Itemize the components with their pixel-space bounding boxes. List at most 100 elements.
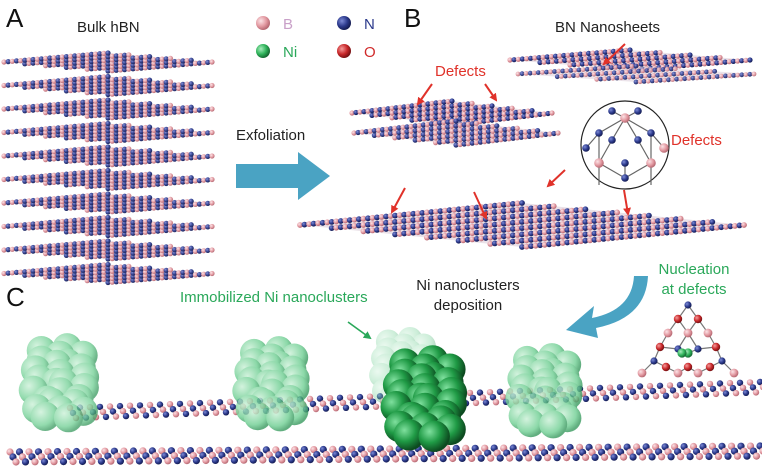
nitrogen-atom bbox=[268, 456, 276, 464]
nitrogen-atom bbox=[97, 89, 103, 95]
boron-atom bbox=[92, 109, 99, 115]
nitrogen-atom bbox=[656, 382, 664, 389]
nitrogen-atom bbox=[155, 221, 161, 227]
boron-atom bbox=[469, 211, 476, 218]
boron-atom bbox=[342, 223, 349, 230]
boron-atom bbox=[586, 385, 594, 392]
nitrogen-atom bbox=[546, 222, 553, 229]
nitrogen-atom bbox=[510, 201, 516, 207]
boron-atom bbox=[176, 179, 182, 185]
boron-atom bbox=[68, 84, 74, 90]
nitrogen-atom bbox=[670, 53, 677, 60]
nitrogen-atom bbox=[188, 151, 194, 157]
nitrogen-atom bbox=[55, 266, 61, 272]
nitrogen-atom bbox=[147, 135, 153, 141]
boron-atom bbox=[43, 251, 49, 257]
boron-atom bbox=[541, 235, 548, 242]
nitrogen-atom bbox=[546, 203, 553, 210]
nitrogen-atom bbox=[163, 200, 169, 206]
nitrogen-atom bbox=[163, 106, 169, 112]
boron-atom bbox=[176, 223, 182, 229]
boron-atom bbox=[101, 195, 107, 201]
nitrogen-atom bbox=[489, 394, 497, 401]
boron-atom bbox=[159, 87, 165, 93]
nitrogen-atom bbox=[409, 103, 415, 109]
nitrogen-atom bbox=[428, 234, 435, 241]
boron-atom bbox=[34, 56, 40, 62]
oxygen-atom bbox=[705, 362, 715, 372]
nitrogen-atom bbox=[510, 219, 516, 226]
nitrogen-atom bbox=[689, 386, 697, 393]
nitrogen-atom bbox=[230, 456, 238, 464]
nitrogen-atom bbox=[627, 227, 634, 233]
nitrogen-atom bbox=[528, 55, 534, 61]
boron-atom bbox=[43, 129, 49, 136]
nitrogen-atom bbox=[417, 116, 423, 122]
boron-atom bbox=[109, 241, 115, 247]
boron-atom bbox=[453, 102, 459, 108]
boron-atom bbox=[92, 277, 99, 283]
nitrogen-atom bbox=[80, 157, 86, 163]
nitrogen-atom bbox=[491, 240, 498, 247]
boron-atom bbox=[668, 216, 675, 223]
nitrogen-atom bbox=[113, 205, 119, 211]
nitrogen-atom bbox=[554, 58, 560, 64]
boron-atom bbox=[469, 115, 475, 121]
boron-atom bbox=[76, 197, 82, 203]
nitrogen-atom bbox=[404, 129, 410, 135]
boron-atom bbox=[675, 71, 681, 77]
boron-atom bbox=[84, 278, 90, 284]
boron-atom bbox=[568, 207, 575, 214]
boron-atom bbox=[624, 69, 629, 75]
boron-atom bbox=[442, 207, 448, 214]
boron-atom bbox=[109, 138, 115, 144]
boron-atom bbox=[441, 139, 447, 145]
nitrogen-atom bbox=[122, 274, 128, 281]
boron-atom bbox=[43, 247, 49, 253]
boron-atom bbox=[159, 127, 165, 133]
boron-atom bbox=[567, 73, 572, 79]
nitrogen-atom bbox=[138, 179, 144, 185]
boron-atom bbox=[587, 224, 593, 231]
nitrogen-atom bbox=[47, 172, 53, 179]
nitrogen-atom bbox=[122, 251, 128, 257]
boron-atom bbox=[142, 242, 148, 248]
nitrogen-atom bbox=[105, 256, 111, 262]
nitrogen-atom bbox=[97, 155, 103, 162]
nitrogen-atom bbox=[660, 67, 666, 72]
boron-atom bbox=[126, 90, 132, 96]
nitrogen-atom bbox=[130, 243, 136, 249]
nitrogen-atom bbox=[634, 107, 642, 115]
nitrogen-atom bbox=[97, 136, 103, 142]
boron-atom bbox=[461, 116, 467, 122]
boron-atom bbox=[465, 136, 471, 142]
nitrogen-atom bbox=[374, 227, 380, 233]
boron-atom bbox=[9, 199, 15, 205]
boron-atom bbox=[176, 58, 182, 64]
nitrogen-atom bbox=[147, 64, 153, 70]
nitrogen-atom bbox=[105, 202, 111, 208]
nitrogen-atom bbox=[138, 81, 144, 87]
boron-atom bbox=[176, 129, 182, 135]
boron-atom bbox=[433, 227, 439, 234]
boron-atom bbox=[92, 239, 99, 245]
nitrogen-atom bbox=[163, 56, 169, 62]
nitrogen-atom bbox=[113, 114, 119, 120]
boron-atom bbox=[482, 124, 488, 130]
nitrogen-atom bbox=[113, 174, 119, 180]
nitrogen-atom bbox=[697, 61, 703, 67]
nitrogen-atom bbox=[155, 275, 161, 281]
boron-atom bbox=[517, 114, 523, 120]
nitrogen-atom bbox=[80, 264, 86, 270]
nitrogen-atom bbox=[505, 106, 511, 112]
nitrogen-atom bbox=[638, 61, 645, 67]
nitrogen-atom bbox=[464, 236, 471, 243]
boron-atom bbox=[84, 160, 90, 166]
boron-atom bbox=[759, 383, 762, 391]
boron-atom bbox=[596, 211, 602, 218]
boron-atom bbox=[575, 61, 581, 67]
nitrogen-atom bbox=[72, 225, 78, 231]
boron-atom bbox=[469, 100, 475, 106]
boron-atom bbox=[184, 85, 190, 91]
nitrogen-atom bbox=[682, 227, 688, 234]
